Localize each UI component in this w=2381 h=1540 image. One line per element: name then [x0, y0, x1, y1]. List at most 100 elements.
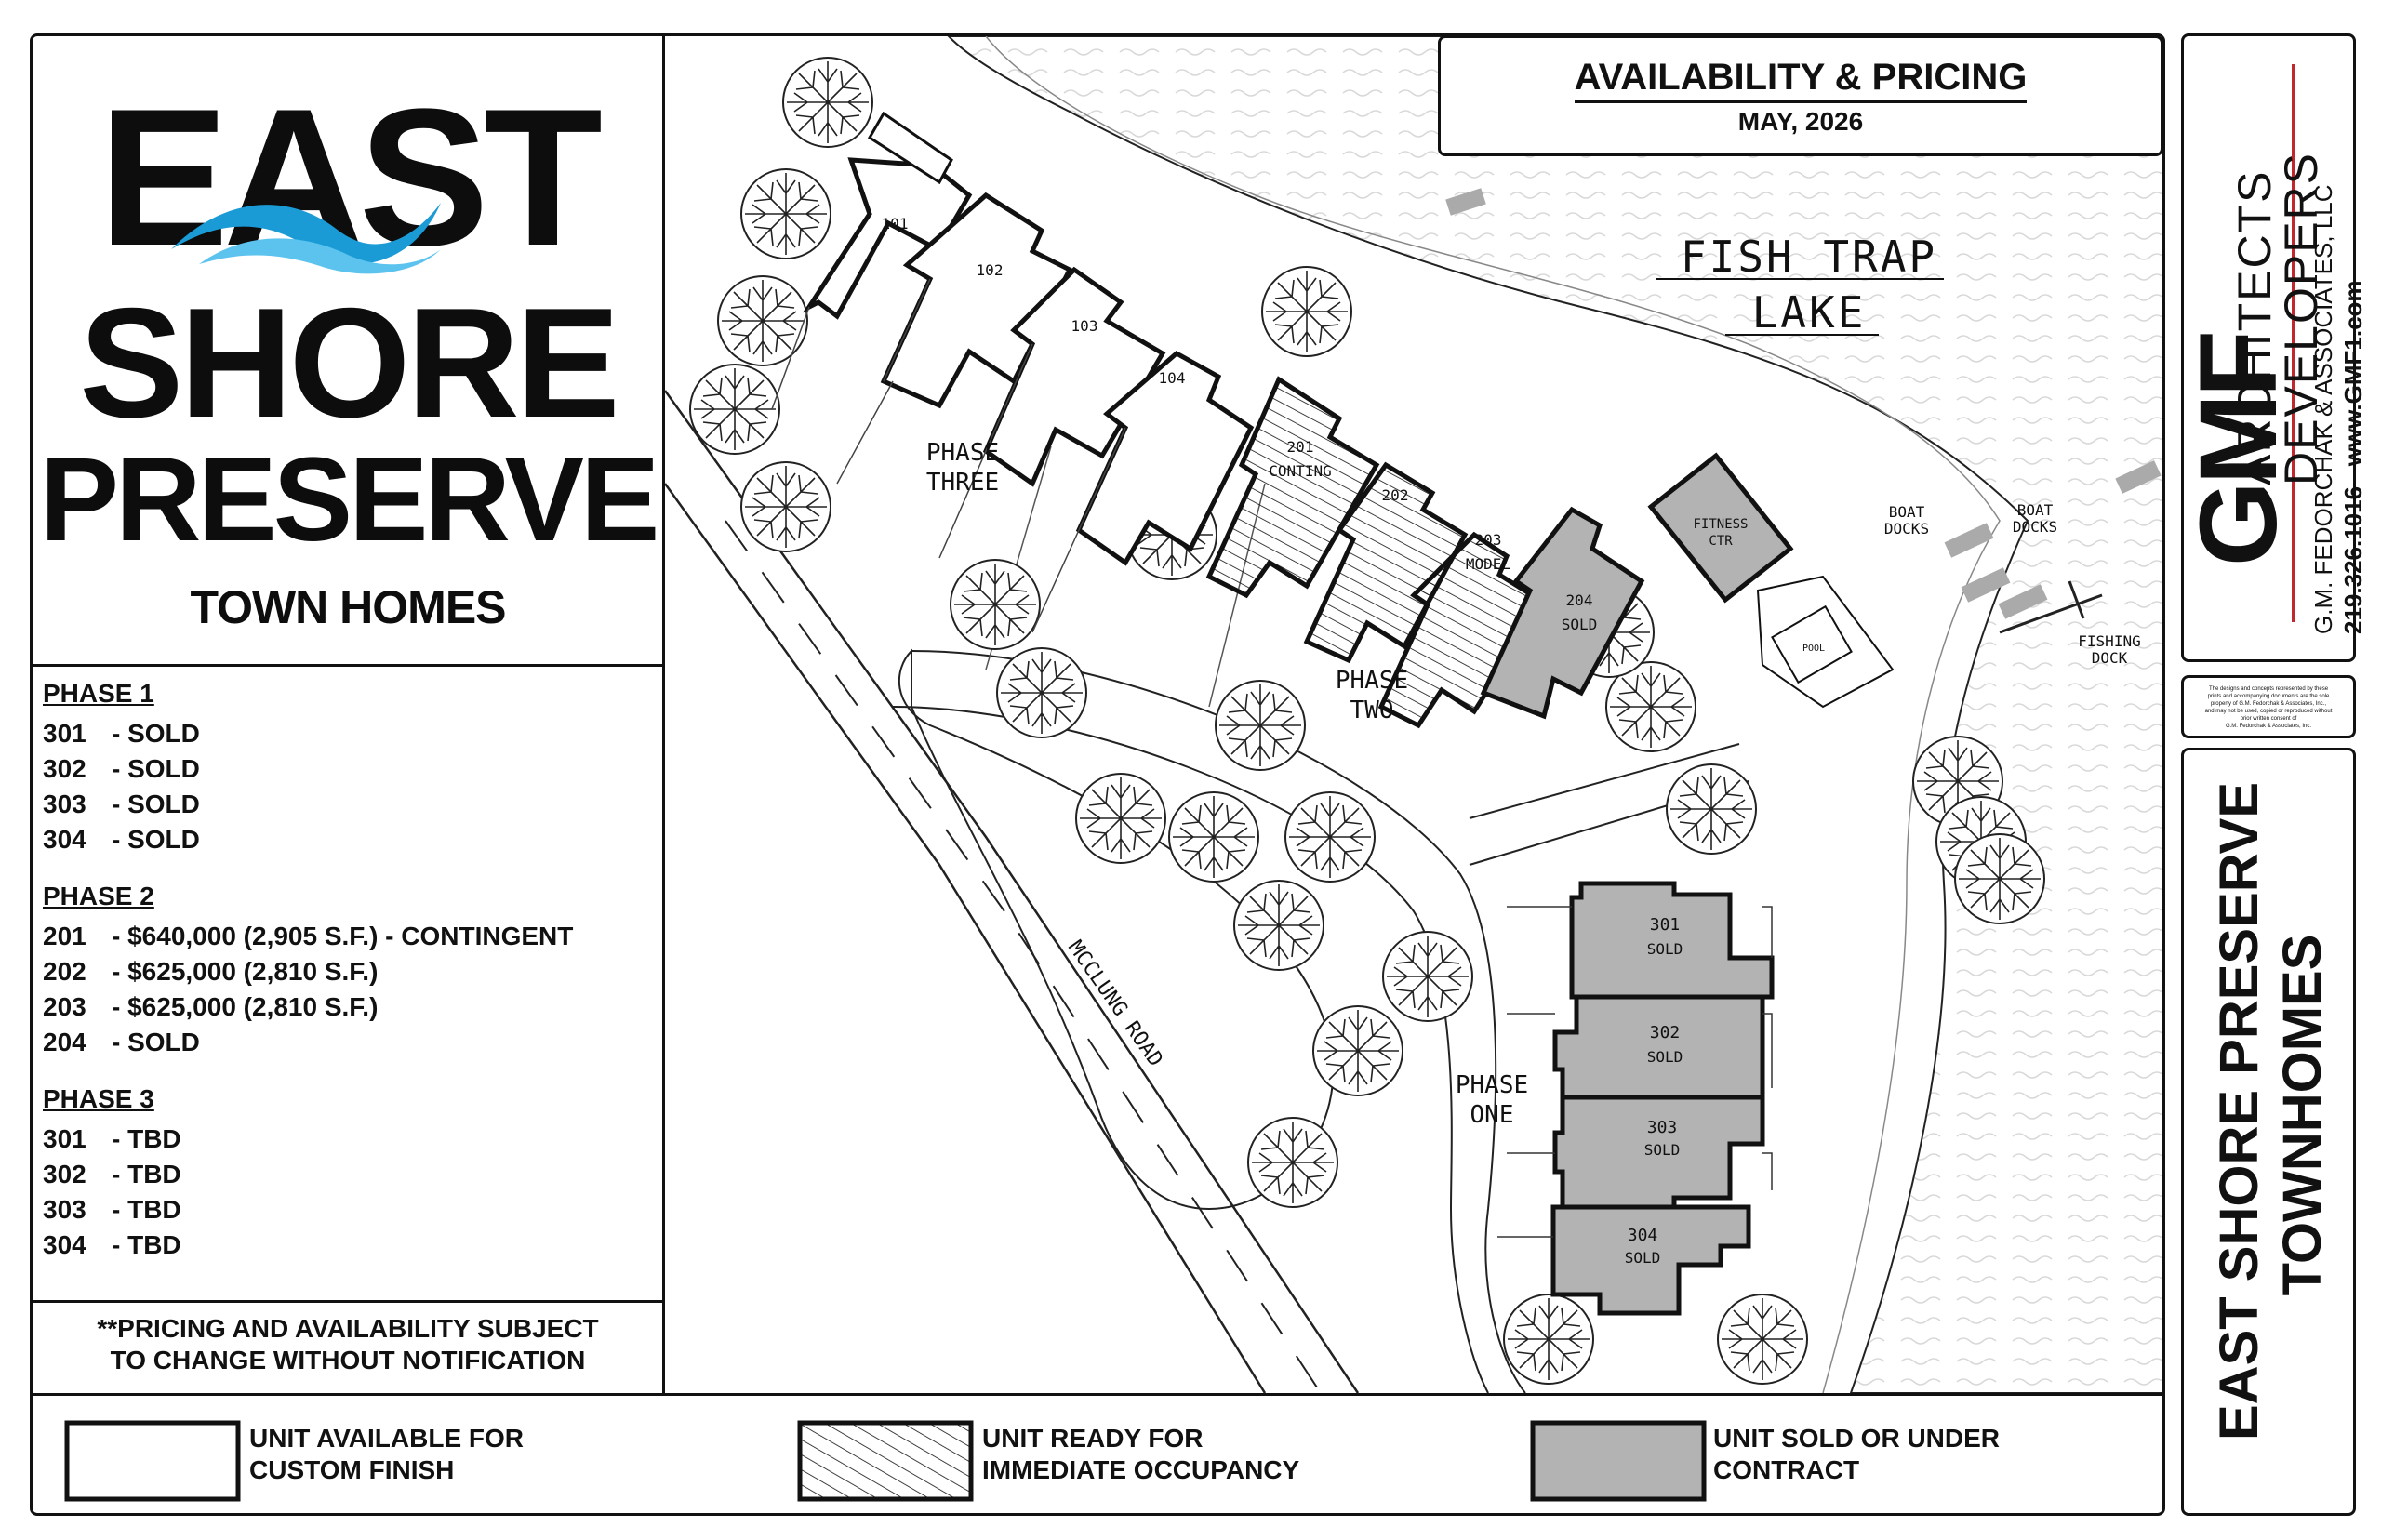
firm-title-block: GMF ARCHITECTS DEVELOPERS G.M. FEDORCHAK…	[2177, 33, 2367, 662]
building-unit-104	[1075, 350, 1255, 566]
list-item: 304- SOLD	[43, 825, 200, 854]
unit-note-301: SOLD	[1647, 940, 1683, 958]
site-driveway	[892, 650, 1526, 1393]
phase-3-title: PHASE 3	[43, 1084, 154, 1113]
unit-label-204: 204	[1566, 591, 1593, 609]
unit-note-303: SOLD	[1644, 1141, 1681, 1159]
boat-docks-2-line-2: DOCKS	[2013, 518, 2057, 536]
phase-three-label-line-1: PHASE	[926, 439, 999, 467]
building-unit-101	[802, 157, 973, 320]
logo-wave-graphic	[171, 203, 441, 274]
tree	[740, 461, 831, 552]
legend-swatch-sold	[1530, 1420, 1707, 1502]
unit-label-202: 202	[1382, 486, 1409, 504]
phase-1-group: PHASE 1 301- SOLD 302- SOLD 303- SOLD 30…	[43, 679, 657, 857]
tree	[1233, 880, 1324, 971]
list-item: 301- TBD	[43, 1124, 181, 1153]
tree	[1503, 1294, 1594, 1385]
unit-label-303: 303	[1647, 1118, 1678, 1137]
road-label: MCCLUNG ROAD	[1063, 936, 1167, 1071]
phase-three-label-line-2: THREE	[926, 469, 999, 497]
boat-docks-1-line-2: DOCKS	[1884, 520, 1929, 538]
project-title-line-1: EAST SHORE PRESERVE	[2209, 781, 2269, 1440]
building-unit-204	[1480, 506, 1645, 720]
lake-label-line-2: LAKE	[1752, 287, 1867, 338]
tree	[1312, 1005, 1403, 1096]
legend-swatch-ready	[797, 1420, 974, 1502]
building-unit-201	[1205, 376, 1380, 599]
tree	[1666, 763, 1757, 855]
road-centerline	[725, 520, 1322, 1393]
boat-dock-pad	[1998, 584, 2048, 619]
fitness-label-line-2: CTR	[1709, 534, 1733, 549]
list-item: 202- $625,000 (2,810 S.F.)	[43, 957, 379, 986]
tree	[689, 364, 780, 455]
building-unit-203	[1377, 531, 1548, 729]
availability-header: AVAILABILITY & PRICING MAY, 2026	[1438, 35, 2163, 156]
unit-label-203: 203	[1475, 531, 1502, 549]
project-logo: EAST SHORE PRESERVE TOWN HOMES	[32, 35, 664, 664]
project-title-line-2: TOWNHOMES	[2272, 934, 2333, 1296]
unit-label-101: 101	[882, 215, 909, 232]
list-item: 203- $625,000 (2,810 S.F.)	[43, 992, 379, 1021]
tree	[782, 57, 873, 148]
unit-label-104: 104	[1159, 369, 1186, 387]
list-item: 304- TBD	[43, 1230, 181, 1259]
tree	[1261, 266, 1352, 357]
phase-one-site-lines	[1497, 906, 1773, 1238]
phase-two-label-line-2: TWO	[1350, 697, 1394, 724]
boat-dock-pad	[1445, 188, 1486, 216]
tree	[717, 275, 808, 366]
phase-one-buildings	[1550, 881, 1775, 1316]
unit-label-102: 102	[977, 261, 1004, 279]
unit-label-201: 201	[1287, 438, 1314, 456]
list-item: 302- TBD	[43, 1160, 181, 1188]
boat-dock-pad	[2115, 460, 2162, 494]
tree	[1168, 791, 1259, 883]
building-unit-304	[1550, 1204, 1751, 1316]
divider-logo-bottom	[30, 664, 664, 667]
unit-label-301: 301	[1650, 915, 1681, 935]
copyright-notice-box: The designs and concepts represented by …	[2181, 675, 2356, 738]
unit-note-302: SOLD	[1647, 1048, 1683, 1066]
tree	[996, 647, 1087, 738]
lake-water	[947, 36, 2162, 1393]
phase-two-buildings	[1205, 376, 1645, 729]
header-title: AVAILABILITY & PRICING	[1574, 57, 2028, 103]
unit-label-304: 304	[1628, 1226, 1658, 1245]
fishing-dock	[1999, 580, 2103, 634]
list-item: 301- SOLD	[43, 719, 200, 748]
fishing-dock-line-1: FISHING	[2078, 632, 2140, 650]
phase-one-label-line-2: ONE	[1470, 1101, 1514, 1129]
list-item: 303- SOLD	[43, 790, 200, 818]
tree	[1284, 791, 1376, 883]
phase-2-group: PHASE 2 201- $640,000 (2,905 S.F.) - CON…	[43, 882, 657, 1060]
logo-preserve: PRESERVE	[39, 433, 660, 566]
boat-dock-pad	[1944, 523, 1994, 558]
pool	[1771, 604, 1853, 684]
firm-red-rule	[2292, 64, 2295, 622]
boat-docks-2-line-1: BOAT	[2017, 501, 2054, 519]
phase-three-buildings	[802, 111, 1255, 566]
tree	[1247, 1117, 1338, 1208]
fitness-label-line-1: FITNESS	[1693, 517, 1748, 532]
phase-two-label-line-1: PHASE	[1336, 667, 1408, 695]
lake-label-line-1: FISH TRAP	[1681, 232, 1937, 282]
building-unit-202	[1303, 461, 1469, 664]
tree	[1075, 773, 1166, 864]
fishing-dock-line-2: DOCK	[2092, 649, 2128, 667]
site-plan-map: FISH TRAP LAKE MCCLUNG ROAD PHASE THREE …	[665, 36, 2162, 1393]
tree	[950, 559, 1041, 650]
disclaimer-line-2: TO CHANGE WITHOUT NOTIFICATION	[110, 1346, 586, 1374]
legend-swatches	[64, 1420, 1707, 1502]
logo-town-homes: TOWN HOMES	[190, 581, 506, 633]
tree	[1215, 680, 1306, 771]
fitness-center-building	[1647, 452, 1794, 604]
phase-2-title: PHASE 2	[43, 882, 154, 910]
disclaimer-line-1: **PRICING AND AVAILABILITY SUBJECT	[97, 1314, 599, 1343]
phase-1-title: PHASE 1	[43, 679, 154, 708]
pricing-disclaimer: **PRICING AND AVAILABILITY SUBJECT TO CH…	[33, 1313, 662, 1376]
building-unit-103	[982, 266, 1166, 487]
